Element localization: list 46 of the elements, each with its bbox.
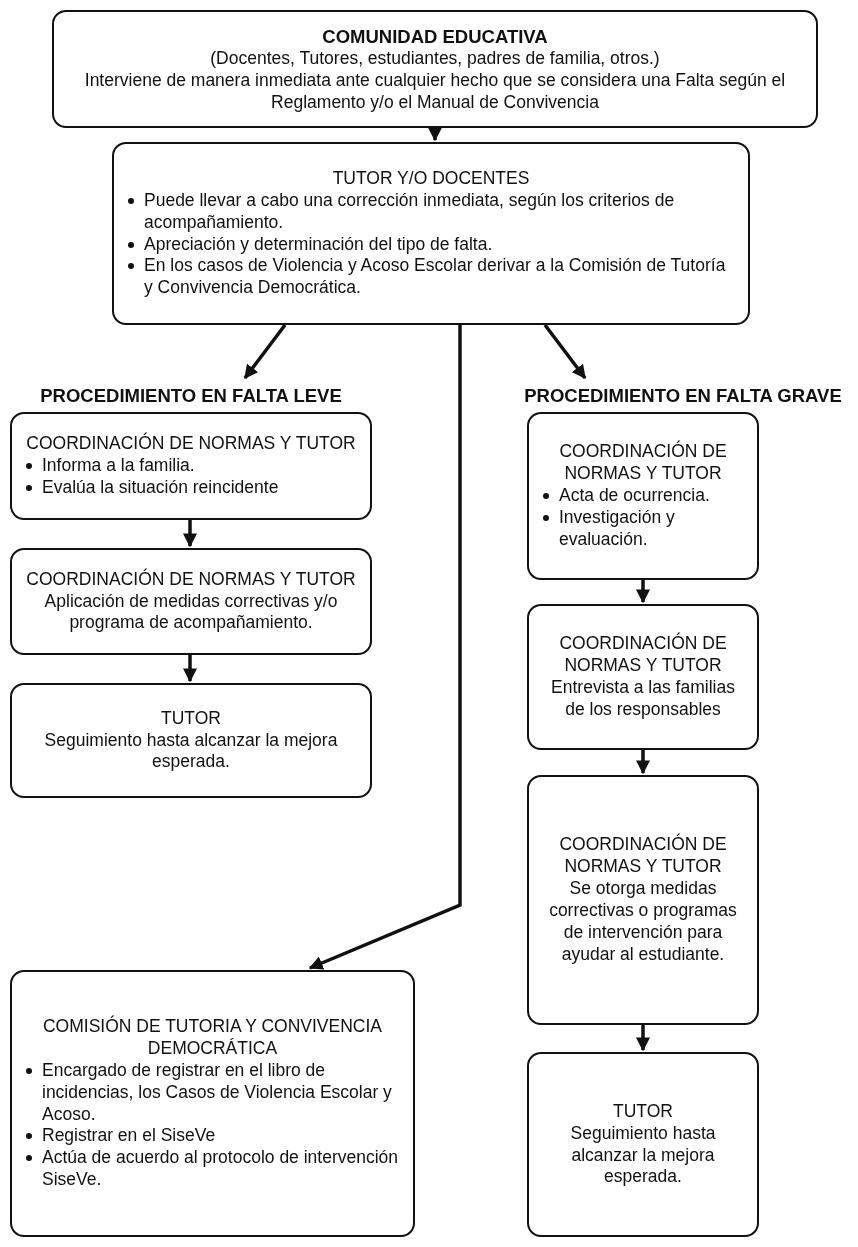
section-heading: PROCEDIMIENTO EN FALTA GRAVE bbox=[523, 384, 843, 408]
box-heading: COORDINACIÓN DE NORMAS Y TUTOR bbox=[558, 441, 728, 486]
bullet-text: Informa a la familia. bbox=[42, 455, 195, 477]
arrow bbox=[428, 127, 442, 142]
box-text: Seguimiento hasta alcanzar la mejora esperada. bbox=[43, 729, 339, 774]
box-heading: COMISIÓN DE TUTORIA Y CONVIVENCIA DEMOCRÁTICA bbox=[41, 1016, 384, 1060]
box-heading: COORDINACIÓN DE NORMAS Y TUTOR bbox=[558, 834, 728, 879]
box-heading: COORDINACIÓN DE NORMAS Y TUTOR bbox=[26, 568, 356, 591]
process-box bbox=[112, 142, 750, 325]
arrow bbox=[183, 655, 197, 683]
process-box bbox=[527, 1052, 759, 1237]
bullet-text: Evalúa la situación reincidente bbox=[42, 476, 279, 499]
box-text: Se otorga medidas correctivas o programas de intervención para ayudar al estudiante. bbox=[548, 878, 738, 966]
process-box bbox=[10, 970, 415, 1237]
bullet-text: Investigación y evaluación. bbox=[559, 506, 676, 551]
bullet-text: Actúa de acuerdo al protocolo de intervención SiseVe. bbox=[42, 1147, 400, 1191]
arrow bbox=[243, 323, 287, 380]
box-heading: TUTOR Y/O DOCENTES bbox=[332, 167, 530, 190]
process-box bbox=[527, 604, 759, 750]
box-text: Entrevista a las familias de los responsables bbox=[550, 677, 736, 721]
box-text: Aplicación de medidas correctivas y/o programa de acompañamiento. bbox=[43, 590, 339, 635]
process-box bbox=[527, 775, 759, 1025]
arrow bbox=[636, 750, 650, 775]
box-heading: COORDINACIÓN DE NORMAS Y TUTOR bbox=[558, 633, 728, 677]
box-heading: COORDINACIÓN DE NORMAS Y TUTOR bbox=[26, 433, 356, 456]
bullet-text: Acta de ocurrencia. bbox=[559, 485, 710, 507]
box-text: (Docentes, Tutores, estudiantes, padres de familia, otros.) bbox=[210, 47, 660, 70]
bullet-text: En los casos de Violencia y Acoso Escolar derivar a la Comisión de Tutoría y Convivencia Democrática. bbox=[144, 255, 727, 300]
process-box bbox=[52, 10, 818, 128]
arrow bbox=[308, 325, 462, 970]
arrow bbox=[543, 323, 587, 380]
bullet-text: Registrar en el SiseVe bbox=[42, 1125, 216, 1148]
section-heading: PROCEDIMIENTO EN FALTA LEVE bbox=[39, 384, 343, 408]
arrow bbox=[636, 1025, 650, 1052]
box-heading: TUTOR bbox=[161, 707, 221, 730]
process-box bbox=[10, 548, 372, 655]
bullet-text: Apreciación y determinación del tipo de falta. bbox=[144, 233, 493, 256]
bullet-text: Puede llevar a cabo una corrección inmediata, según los criterios de acompañamiento. bbox=[144, 189, 676, 234]
box-heading: COMUNIDAD EDUCATIVA bbox=[322, 24, 548, 48]
box-heading: TUTOR bbox=[613, 1100, 673, 1123]
box-text: Interviene de manera inmediata ante cualquier hecho que se considera una Falta según el Reglamento y/o el Manual de Convivencia bbox=[83, 69, 787, 114]
box-text: Seguimiento hasta alcanzar la mejora esperada. bbox=[569, 1122, 717, 1189]
process-box bbox=[10, 683, 372, 798]
arrow bbox=[183, 520, 197, 548]
bullet-text: Encargado de registrar en el libro de incidencias, los Casos de Violencia Escolar y Acoso. bbox=[42, 1059, 393, 1126]
arrow bbox=[636, 580, 650, 604]
